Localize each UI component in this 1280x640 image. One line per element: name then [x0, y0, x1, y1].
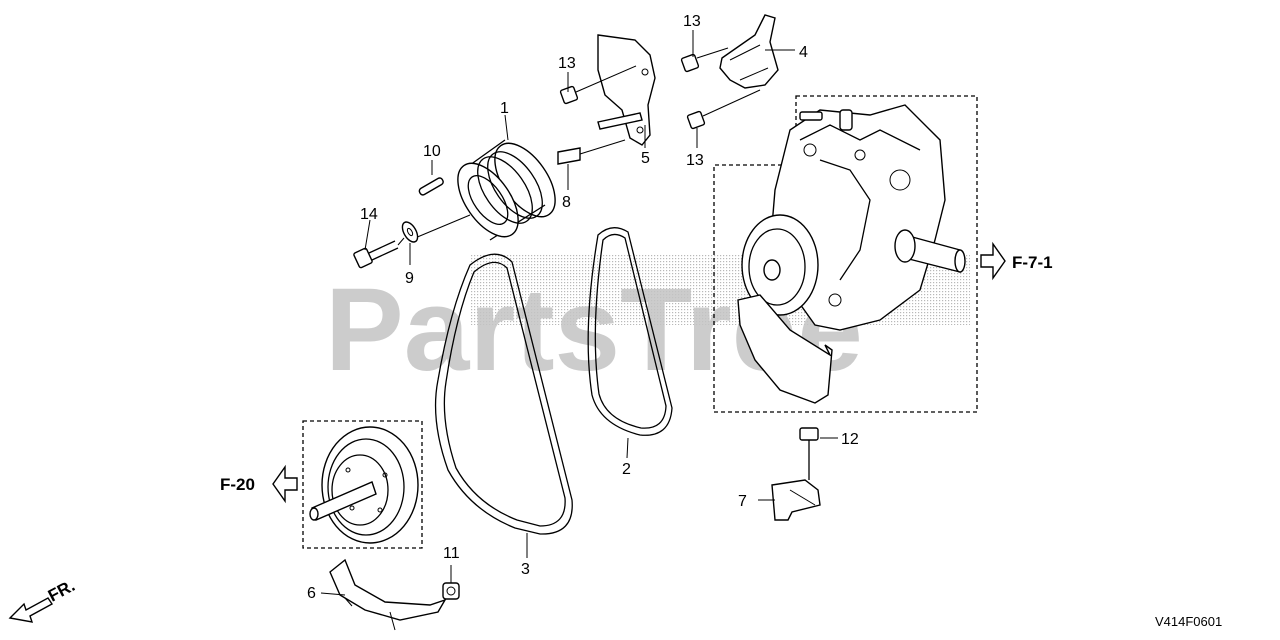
bolt-13c — [686, 89, 761, 130]
callout-6: 6 — [307, 585, 316, 602]
callout-3: 3 — [521, 561, 530, 578]
callout-1: 1 — [500, 100, 509, 117]
reference-right-label: F-7-1 — [1012, 253, 1053, 272]
reference-right: F-7-1 — [980, 241, 1053, 281]
callout-11: 11 — [443, 545, 460, 562]
key — [418, 177, 444, 196]
callout-12: 12 — [841, 431, 859, 448]
lower-pulley-assembly — [302, 420, 423, 549]
callout-2: 2 — [622, 461, 631, 478]
callout-13-left: 13 — [558, 55, 576, 72]
belt-large — [434, 253, 573, 535]
rod-pin — [597, 112, 643, 130]
reference-left-label: F-20 — [220, 475, 255, 494]
callout-13-lower: 13 — [686, 152, 704, 169]
drive-pulley — [414, 139, 556, 241]
lower-guard — [329, 558, 447, 631]
transmission-assembly — [713, 95, 978, 413]
bolt-13b — [680, 47, 729, 73]
bracket-plate — [597, 34, 656, 146]
bolt-13a — [559, 65, 637, 105]
diagram-code: V414F0601 — [1155, 614, 1222, 629]
belt-small — [587, 227, 673, 436]
screw-8 — [557, 139, 626, 165]
callout-10: 10 — [423, 143, 441, 160]
callout-9: 9 — [405, 270, 414, 287]
nut — [442, 582, 460, 600]
front-direction-indicator: FR. — [8, 576, 78, 623]
washer — [401, 221, 419, 243]
callout-14: 14 — [360, 206, 378, 223]
reference-left: F-20 — [220, 464, 298, 504]
bracket-4 — [719, 14, 779, 89]
bolt-14 — [353, 237, 405, 269]
callout-4: 4 — [799, 44, 808, 61]
callout-7: 7 — [738, 493, 747, 510]
leader-lines — [320, 30, 838, 596]
callout-8: 8 — [562, 194, 571, 211]
bolt-12 — [799, 427, 819, 480]
callout-13-top: 13 — [683, 13, 701, 30]
callout-5: 5 — [641, 150, 650, 167]
clip-bracket — [771, 479, 821, 521]
